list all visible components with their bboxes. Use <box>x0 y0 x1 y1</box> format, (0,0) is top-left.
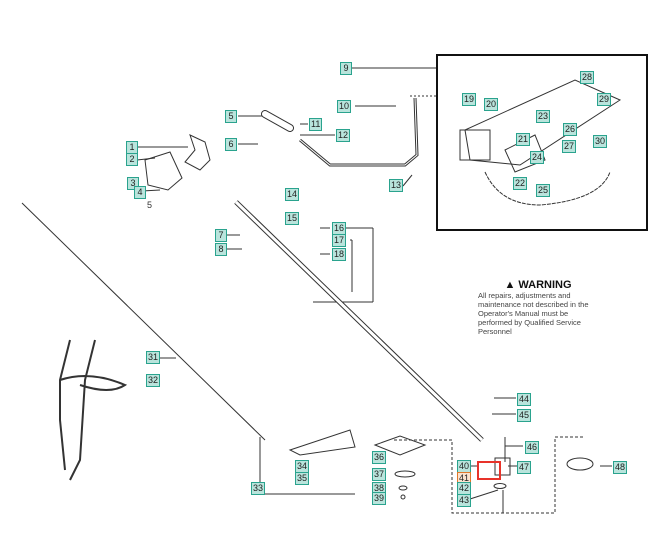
label-17[interactable]: 17 <box>332 234 347 247</box>
label-18[interactable]: 18 <box>332 248 347 261</box>
label-26[interactable]: 26 <box>563 123 578 136</box>
label-7[interactable]: 7 <box>215 229 227 242</box>
label-34[interactable]: 34 <box>295 460 310 473</box>
label-37[interactable]: 37 <box>372 468 387 481</box>
warning-title: ▲ WARNING <box>478 279 598 291</box>
label-5[interactable]: 5 <box>225 110 237 123</box>
warning-notice: ▲ WARNING All repairs, adjustments and m… <box>478 279 598 336</box>
label-43[interactable]: 43 <box>457 494 472 507</box>
label-39[interactable]: 39 <box>372 492 387 505</box>
label-44[interactable]: 44 <box>517 393 532 406</box>
warning-triangle-icon: ▲ <box>504 279 516 291</box>
label-13[interactable]: 13 <box>389 179 404 192</box>
label-29[interactable]: 29 <box>597 93 612 106</box>
label-36[interactable]: 36 <box>372 451 387 464</box>
warning-title-text: WARNING <box>518 279 572 291</box>
label-45[interactable]: 45 <box>517 409 532 422</box>
label-46[interactable]: 46 <box>525 441 540 454</box>
label-48[interactable]: 48 <box>613 461 628 474</box>
label-14[interactable]: 14 <box>285 188 300 201</box>
label-22[interactable]: 22 <box>513 177 528 190</box>
label-10[interactable]: 10 <box>337 100 352 113</box>
label-12[interactable]: 12 <box>336 129 351 142</box>
label-24[interactable]: 24 <box>530 151 545 164</box>
label-23[interactable]: 23 <box>536 110 551 123</box>
label-20[interactable]: 20 <box>484 98 499 111</box>
label-11[interactable]: 11 <box>309 118 323 131</box>
label-2[interactable]: 2 <box>126 153 138 166</box>
warning-text: All repairs, adjustments and maintenance… <box>478 291 589 336</box>
label-28[interactable]: 28 <box>580 71 595 84</box>
label-33[interactable]: 33 <box>251 482 266 495</box>
label-27[interactable]: 27 <box>562 140 577 153</box>
label-35[interactable]: 35 <box>295 472 310 485</box>
label-4[interactable]: 4 <box>134 186 146 199</box>
label-15[interactable]: 15 <box>285 212 300 225</box>
label-6[interactable]: 6 <box>225 138 237 151</box>
label-31[interactable]: 31 <box>146 351 161 364</box>
label-25[interactable]: 25 <box>536 184 551 197</box>
label-9[interactable]: 9 <box>340 62 352 75</box>
label-32[interactable]: 32 <box>146 374 161 387</box>
label-21[interactable]: 21 <box>516 133 531 146</box>
label-8[interactable]: 8 <box>215 243 227 256</box>
label-30[interactable]: 30 <box>593 135 608 148</box>
label-5-small: 5 <box>147 200 153 210</box>
label-47[interactable]: 47 <box>517 461 532 474</box>
highlighted-part-marker <box>477 461 501 480</box>
label-19[interactable]: 19 <box>462 93 477 106</box>
